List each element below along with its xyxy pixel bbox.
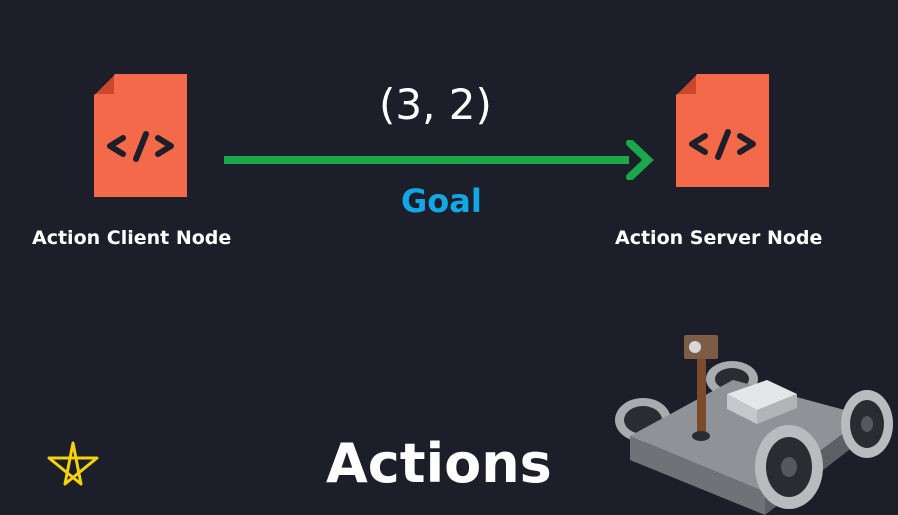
slide-title: Actions: [326, 432, 552, 495]
star-logo-icon: [44, 440, 102, 488]
server-code-file-icon: [676, 74, 769, 197]
goal-value: (3, 2): [379, 80, 492, 129]
goal-arrow: [224, 139, 654, 181]
front-right-wheel: [841, 390, 893, 458]
server-node-label: Action Server Node: [615, 227, 823, 249]
front-left-wheel: [755, 425, 823, 509]
goal-label: Goal: [401, 182, 482, 220]
robot-illustration: [605, 332, 895, 515]
client-code-file-icon: [94, 74, 187, 197]
client-node-label: Action Client Node: [32, 227, 232, 249]
